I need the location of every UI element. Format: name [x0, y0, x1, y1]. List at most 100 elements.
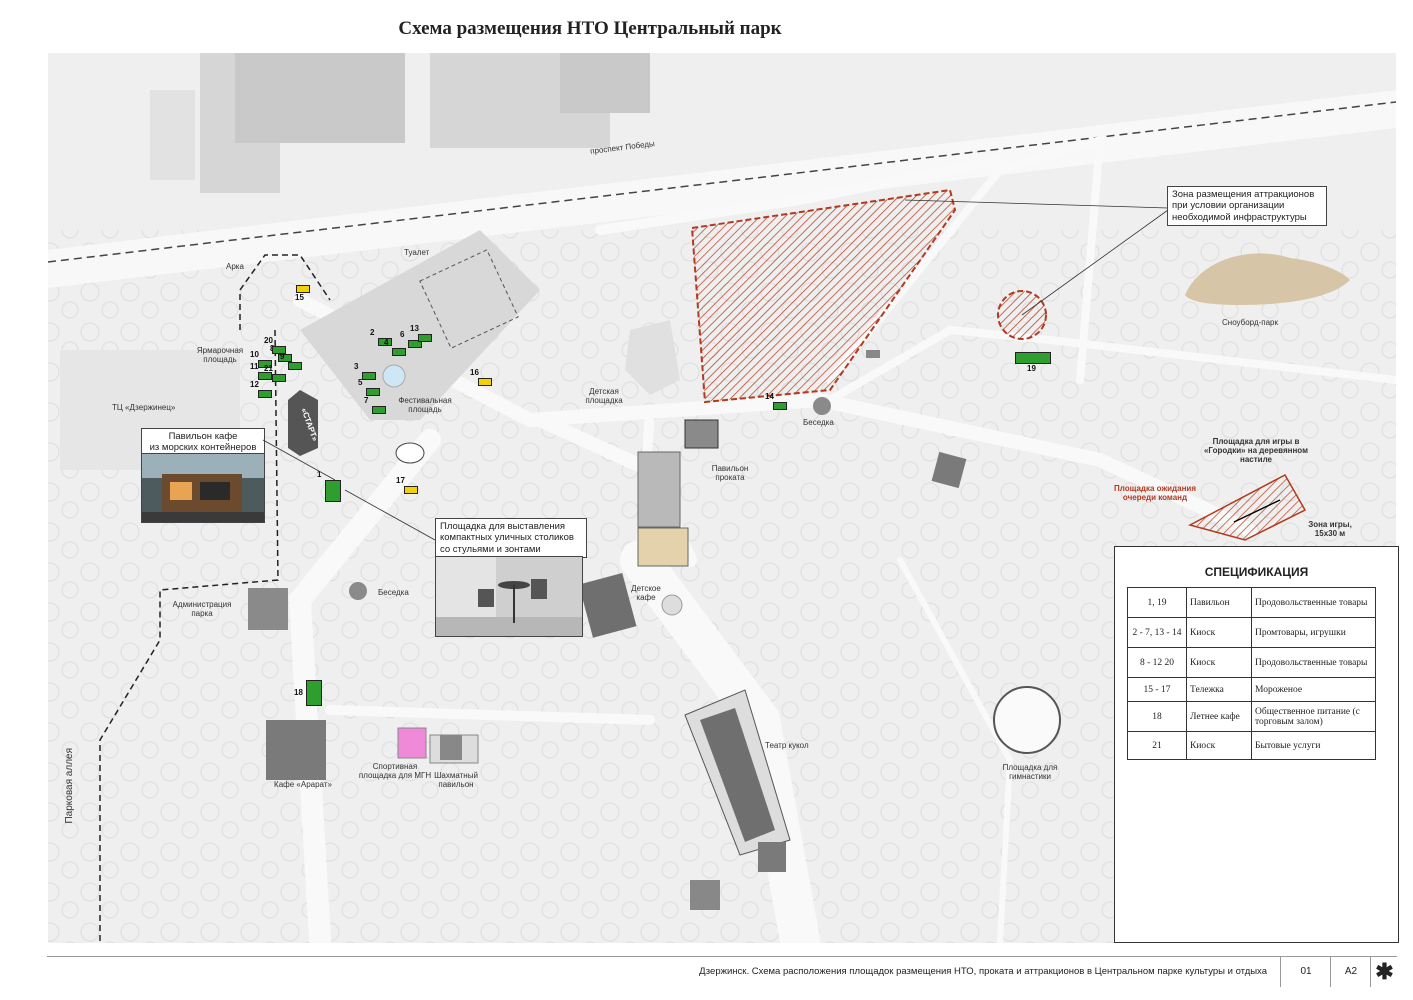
- spec-heading: СПЕЦИФИКАЦИЯ: [1204, 565, 1309, 579]
- kiosk-marker-20: [272, 346, 286, 354]
- spec-cell-goods: Продовольственные товары: [1251, 647, 1376, 678]
- start-building: [288, 390, 318, 456]
- kiosk-marker-6: [408, 340, 422, 348]
- kiosk-marker-13: [418, 334, 432, 342]
- kiosk-number-15: 15: [295, 293, 304, 302]
- kiosk-number-12: 12: [250, 380, 259, 389]
- kiosk-number-6: 6: [400, 330, 405, 339]
- kiosk-number-5: 5: [358, 378, 363, 387]
- pavilion-callout: Павильон кафе из морских контейнеров: [141, 428, 265, 457]
- spec-cell-nums: 1, 19: [1127, 587, 1187, 618]
- spec-cell-type: Летнее кафе: [1186, 701, 1252, 732]
- spec-cell-nums: 8 - 12 20: [1127, 647, 1187, 678]
- gymnastics-label: Площадка для гимнастики: [1002, 763, 1058, 782]
- kids-cafe-building: [578, 572, 637, 638]
- kiosk-marker-17: [404, 486, 418, 494]
- kiosk-marker-5: [366, 388, 380, 396]
- sheet-format: А2: [1330, 957, 1371, 987]
- kiosk-number-20: 20: [264, 336, 273, 345]
- gazebo-east-label: Беседка: [803, 418, 834, 427]
- kiosk-marker-15: [296, 285, 310, 293]
- kiosk-marker-2: [378, 338, 392, 346]
- kiosk-number-14: 14: [765, 392, 774, 401]
- spec-cell-goods: Общественное питание (с торговым залом): [1251, 701, 1376, 732]
- tables-callout: Площадка для выставления компактных улич…: [435, 518, 587, 559]
- container-cafe-photo: [141, 453, 265, 523]
- spec-cell-type: Павильон: [1186, 587, 1252, 618]
- sheet-number: 01: [1280, 957, 1331, 987]
- toilet-label: Туалет: [404, 248, 430, 257]
- kiosk-marker-18: [306, 680, 322, 706]
- spec-cell-goods: Бытовые услуги: [1251, 731, 1376, 760]
- rental-pavilion: [684, 419, 719, 449]
- ararat-building: [266, 720, 326, 780]
- gazebo-west: [349, 582, 367, 600]
- gorodki-label: Площадка для игры в «Городки» на деревян…: [1203, 437, 1309, 465]
- kiosk-marker-21: [272, 374, 286, 382]
- gymnastics-circle: [993, 686, 1061, 754]
- footer-caption: Дзержинск. Схема расположения площадок р…: [699, 966, 1267, 977]
- sport-mgn-label: Спортивная площадка для МГН: [358, 762, 432, 781]
- attractions-callout: Зона размещения аттракционов при условии…: [1167, 186, 1327, 227]
- kiosk-marker-9: [288, 362, 302, 370]
- fair-label: Ярмарочная площадь: [196, 346, 244, 365]
- arch-label: Арка: [226, 262, 244, 271]
- kiosk-number-11: 11: [250, 362, 259, 371]
- kiosk-number-18: 18: [294, 688, 303, 697]
- puppet-label: Театр кукол: [765, 741, 809, 750]
- sport-mgn-area: [397, 727, 427, 759]
- attraction-zone: [690, 188, 957, 404]
- kiosk-marker-16: [478, 378, 492, 386]
- rental-label: Павильон проката: [711, 464, 749, 483]
- spec-cell-goods: Продовольственные товары: [1251, 587, 1376, 618]
- festival-label: Фестивальная площадь: [398, 396, 452, 415]
- kiosk-number-2: 2: [370, 328, 375, 337]
- snowboard-park: [1185, 253, 1350, 305]
- kiosk-number-4: 4: [384, 338, 389, 347]
- kiosk-marker-3: [362, 372, 376, 380]
- asterisk-logo-icon: ✱: [1370, 957, 1398, 987]
- kiosk-number-7: 7: [364, 396, 369, 405]
- avenue-road: [48, 90, 1396, 288]
- kiosk-marker-4: [392, 348, 406, 356]
- spec-cell-goods: Мороженое: [1251, 677, 1376, 702]
- kiosk-number-3: 3: [354, 362, 359, 371]
- tables-photo: [435, 556, 583, 637]
- admin-building: [248, 588, 288, 630]
- spec-cell-nums: 18: [1127, 701, 1187, 732]
- mall-label: ТЦ «Дзержинец»: [112, 403, 176, 412]
- kiosk-marker-1: [325, 480, 341, 502]
- spec-cell-nums: 21: [1127, 731, 1187, 760]
- spec-cell-type: Киоск: [1186, 617, 1252, 648]
- game-zone-label: Зона игры, 15х30 м: [1308, 520, 1352, 539]
- gorodki-area: [1187, 473, 1307, 541]
- sport-court: [637, 451, 681, 528]
- kiosk-number-13: 13: [410, 324, 419, 333]
- festival-square: [300, 230, 540, 420]
- kids-cafe-label: Детское кафе: [631, 584, 661, 603]
- kiosk-number-19: 19: [1027, 364, 1036, 373]
- kids-playground: [625, 320, 680, 395]
- volley-court: [637, 527, 689, 567]
- page-title: Схема размещения НТО Центральный парк: [398, 18, 782, 39]
- kiosk-marker-19: [1015, 352, 1051, 364]
- kids-playground-label: Детская площадка: [585, 387, 623, 406]
- spec-cell-type: Киоск: [1186, 731, 1252, 760]
- spec-cell-nums: 2 - 7, 13 - 14: [1127, 617, 1187, 648]
- pavilion-callout-title: Павильон кафе: [168, 431, 238, 442]
- gazebo-west-label: Беседка: [378, 588, 409, 597]
- kiosk-number-21: 21: [264, 364, 273, 373]
- fountain: [382, 364, 406, 388]
- queue-label: Площадка ожидания очереди команд: [1114, 484, 1196, 503]
- kiosk-number-10: 10: [250, 350, 259, 359]
- chess-label: Шахматный павильон: [434, 771, 478, 790]
- kiosk-marker-14: [773, 402, 787, 410]
- spec-cell-type: Тележка: [1186, 677, 1252, 702]
- admin-label: Администрация парка: [172, 600, 232, 619]
